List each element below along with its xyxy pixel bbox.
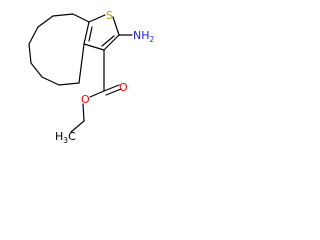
sulfur-atom-label: S: [106, 9, 113, 22]
bond-c3a-c4: [78, 43, 85, 84]
amine-group-label: NH2: [133, 29, 155, 44]
bond-c3a-c7a-double: [88, 26, 93, 42]
methyl-h-text: H: [55, 130, 63, 143]
bond-c2-c3-double: [101, 35, 115, 47]
bond-oester-ch2: [82, 103, 85, 122]
bond-c2-c3: [103, 34, 120, 51]
ester-oxygen-label: O: [81, 93, 90, 106]
cyclononane-ring-bonds: [28, 13, 90, 86]
bond-carbonyl-oester: [89, 90, 105, 98]
bond-layer: [28, 13, 133, 133]
amine-h-count: 2: [150, 35, 155, 44]
bond-c3-c3a: [83, 43, 105, 51]
bond-c3a-c7a: [83, 21, 90, 45]
bond-s1-c2: [112, 16, 120, 36]
methyl-h-count: 3: [63, 136, 68, 145]
amine-nh-text: NH: [133, 29, 150, 42]
bond-ch2-ch3: [70, 120, 85, 133]
bond-c7a-s1: [88, 14, 106, 23]
bond-carbonyl-o-double: [105, 88, 122, 96]
bond-carbonyl-o: [103, 84, 120, 92]
methyl-c-text: C: [68, 130, 76, 143]
methyl-group-label: H3C: [55, 130, 76, 145]
carbonyl-oxygen-label: O: [119, 81, 128, 94]
chemical-structure: S NH2 O O H3C: [28, 9, 155, 145]
